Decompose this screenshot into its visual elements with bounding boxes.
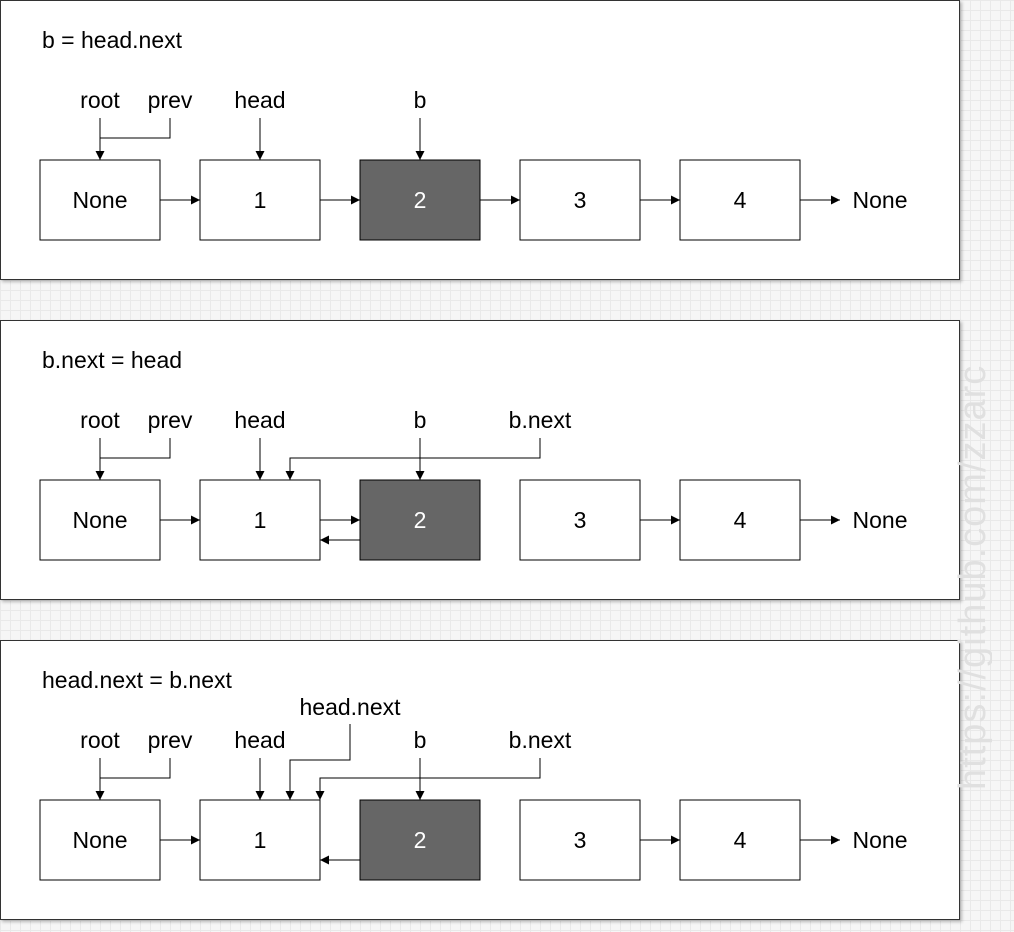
label-head: head	[234, 407, 285, 433]
node-value-4: 4	[734, 507, 747, 533]
tail-none: None	[853, 827, 908, 853]
node-value-1: 1	[254, 827, 267, 853]
arrow-b-next	[315, 758, 541, 800]
label-head: head	[234, 727, 285, 753]
node-box-1	[199, 479, 321, 561]
step-caption: head.next = b.next	[42, 667, 233, 693]
arrow-head-next	[285, 724, 351, 800]
label-root: root	[80, 407, 120, 433]
node-value-2: 2	[414, 187, 427, 213]
panel-step-3: head.next = b.next root prev head head.n…	[0, 640, 960, 920]
panel-step-2: b.next = head root prev head b b.next No…	[0, 320, 960, 600]
node-value-0: None	[73, 827, 128, 853]
node-value-1: 1	[254, 507, 267, 533]
panel-step-1: b = head.next root prev head b None 1 2 …	[0, 0, 960, 280]
arrow-prev	[100, 758, 171, 779]
label-b: b	[414, 407, 427, 433]
step-caption: b.next = head	[42, 347, 182, 373]
watermark-text: https://github.com/zzarc	[952, 364, 992, 790]
node-value-1: 1	[254, 187, 267, 213]
label-root: root	[80, 727, 120, 753]
arrow-prev	[100, 438, 171, 459]
node-box-2	[359, 479, 481, 561]
arrow-prev	[100, 118, 171, 139]
node-box-0	[39, 799, 161, 881]
node-box-4	[679, 159, 801, 241]
node-value-3: 3	[574, 187, 587, 213]
watermark: https://github.com/zzarc	[952, 150, 992, 790]
arrow-b-next	[285, 438, 541, 480]
label-head: head	[234, 87, 285, 113]
label-head-next: head.next	[299, 694, 401, 720]
node-box-4	[679, 479, 801, 561]
label-root: root	[80, 87, 120, 113]
label-b-next: b.next	[509, 407, 572, 433]
tail-none: None	[853, 507, 908, 533]
node-value-2: 2	[414, 827, 427, 853]
tail-none: None	[853, 187, 908, 213]
node-value-4: 4	[734, 827, 747, 853]
node-value-3: 3	[574, 827, 587, 853]
node-value-4: 4	[734, 187, 747, 213]
diagram-step-2: b.next = head root prev head b b.next No…	[39, 347, 908, 561]
label-prev: prev	[148, 407, 193, 433]
node-value-0: None	[73, 187, 128, 213]
label-b-next: b.next	[509, 727, 572, 753]
node-box-2	[359, 159, 481, 241]
node-box-3	[519, 799, 641, 881]
node-box-3	[519, 479, 641, 561]
node-value-3: 3	[574, 507, 587, 533]
node-box-1	[199, 159, 321, 241]
label-b: b	[414, 87, 427, 113]
label-prev: prev	[148, 727, 193, 753]
node-value-0: None	[73, 507, 128, 533]
node-value-2: 2	[414, 507, 427, 533]
node-box-3	[519, 159, 641, 241]
diagram-step-1: b = head.next root prev head b None 1 2 …	[39, 27, 908, 241]
label-b: b	[414, 727, 427, 753]
node-box-1	[199, 799, 321, 881]
step-caption: b = head.next	[42, 27, 183, 53]
node-box-0	[39, 479, 161, 561]
node-box-0	[39, 159, 161, 241]
label-prev: prev	[148, 87, 193, 113]
node-box-2	[359, 799, 481, 881]
node-box-4	[679, 799, 801, 881]
diagram-step-3: head.next = b.next root prev head head.n…	[39, 667, 908, 881]
